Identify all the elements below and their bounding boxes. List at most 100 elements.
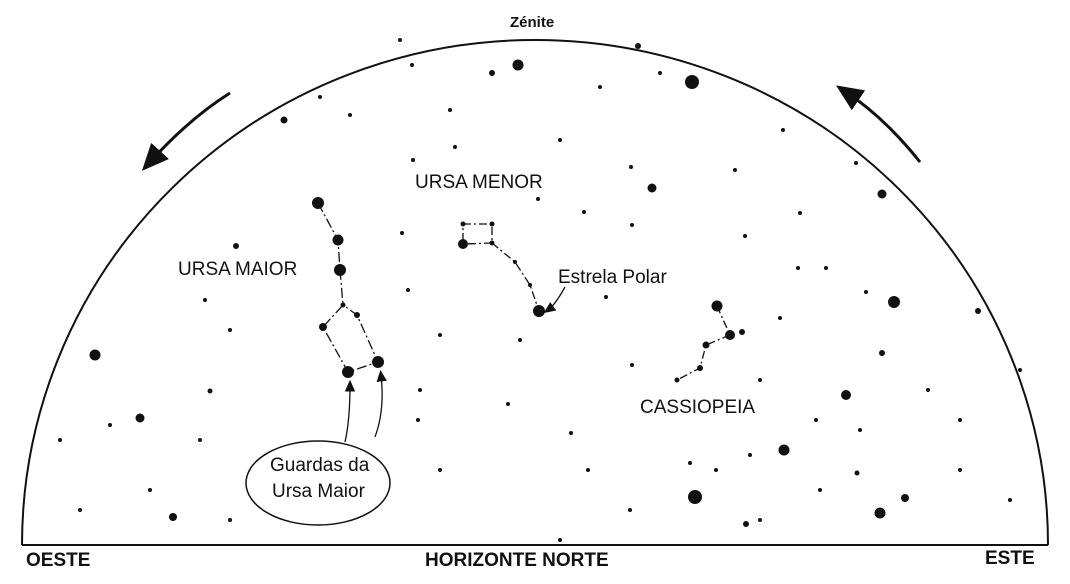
field-star	[647, 183, 657, 193]
field-star	[169, 513, 177, 521]
field-star	[135, 413, 145, 423]
field-star	[628, 508, 632, 512]
field-star	[448, 108, 452, 112]
field-star	[586, 468, 590, 472]
field-star	[901, 494, 909, 502]
field-star	[743, 234, 747, 238]
cassiopeia-star	[739, 329, 745, 335]
field-star	[406, 288, 410, 292]
field-star	[958, 418, 962, 422]
ursa-major-lines	[317, 202, 379, 373]
field-star	[438, 468, 442, 472]
field-star	[958, 468, 962, 472]
field-star	[758, 378, 762, 382]
field-star	[536, 197, 540, 201]
field-star	[558, 538, 562, 542]
field-star	[877, 189, 887, 199]
ursa-major-star	[312, 197, 324, 209]
polaris-pointer	[543, 286, 566, 314]
field-star	[798, 211, 802, 215]
cassiopeia-star	[702, 341, 710, 349]
field-star	[758, 518, 762, 522]
field-star	[688, 461, 692, 465]
cassiopeia-star	[697, 365, 703, 371]
field-star	[864, 290, 868, 294]
field-star	[518, 338, 522, 342]
field-star	[506, 402, 510, 406]
field-star	[688, 490, 702, 504]
field-star	[854, 161, 858, 165]
sky-dome-outline	[21, 39, 1049, 546]
ursa-minor-star	[460, 221, 466, 227]
field-star	[203, 298, 207, 302]
ursa-minor-star	[489, 240, 495, 246]
field-star	[778, 316, 782, 320]
field-star	[926, 388, 930, 392]
field-star	[89, 349, 101, 361]
field-star	[781, 128, 785, 132]
field-star	[558, 138, 562, 142]
field-star	[818, 488, 822, 492]
field-star	[879, 350, 885, 356]
polaris-label: Estrela Polar	[558, 267, 667, 288]
field-star	[569, 431, 573, 435]
field-star	[598, 85, 602, 89]
rotation-arrow-west-icon	[141, 91, 231, 171]
polaris-star	[533, 305, 545, 317]
ursa-major-label: URSA MAIOR	[178, 259, 298, 280]
field-star	[198, 438, 202, 442]
field-star	[489, 70, 495, 76]
cassiopeia-label: CASSIOPEIA	[640, 397, 756, 418]
field-star	[453, 145, 457, 149]
ursa-major-star	[340, 302, 346, 308]
field-star	[854, 470, 860, 476]
cassiopeia-lines	[676, 305, 731, 381]
field-star	[714, 468, 718, 472]
field-star	[280, 116, 288, 124]
guards-pointer-1	[344, 379, 356, 443]
field-star	[685, 75, 699, 89]
field-star	[888, 296, 900, 308]
field-star	[398, 38, 402, 42]
field-star	[796, 266, 800, 270]
field-star	[1008, 498, 1012, 502]
guards-pointer-2	[374, 369, 387, 438]
field-star	[635, 43, 641, 49]
ursa-minor-star	[458, 239, 468, 249]
field-star	[874, 507, 886, 519]
field-star	[1018, 368, 1022, 372]
ursa-major-star	[319, 323, 327, 331]
field-star	[582, 210, 586, 214]
field-star	[418, 388, 422, 392]
ursa-major-star	[354, 312, 360, 318]
cassiopeia-star	[674, 377, 680, 383]
ursa-major-star	[342, 366, 354, 378]
field-star	[858, 428, 862, 432]
field-star	[411, 158, 415, 162]
field-star	[841, 390, 851, 400]
field-star	[148, 488, 152, 492]
field-star	[630, 363, 634, 367]
ursa-major-star	[334, 264, 346, 276]
rotation-arrow-east-icon	[836, 85, 922, 163]
ursa-minor-star	[528, 283, 532, 287]
ursa-major-star	[372, 356, 384, 368]
field-star	[410, 63, 414, 67]
field-star	[629, 165, 633, 169]
field-star	[207, 388, 213, 394]
field-star	[228, 328, 232, 332]
zenith-label: Zénite	[510, 14, 555, 31]
field-star	[733, 168, 737, 172]
field-star	[604, 295, 608, 299]
guards-label-line2: Ursa Maior	[272, 481, 365, 502]
field-star	[438, 333, 442, 337]
east-label: ESTE	[985, 548, 1035, 569]
ursa-minor-star	[489, 221, 495, 227]
field-star	[814, 418, 818, 422]
field-star	[512, 59, 524, 71]
field-star	[108, 423, 112, 427]
ursa-minor-box	[462, 223, 493, 245]
field-star	[233, 243, 239, 249]
ursa-major-star	[332, 234, 344, 246]
